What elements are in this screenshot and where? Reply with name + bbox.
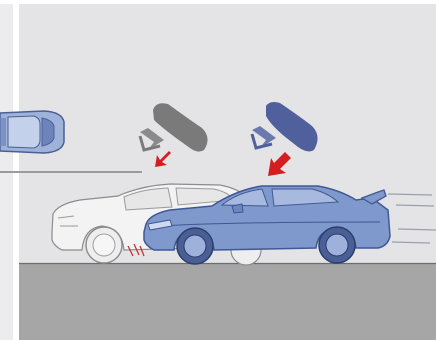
ground <box>19 263 436 340</box>
car-top-view-icon <box>0 111 64 153</box>
